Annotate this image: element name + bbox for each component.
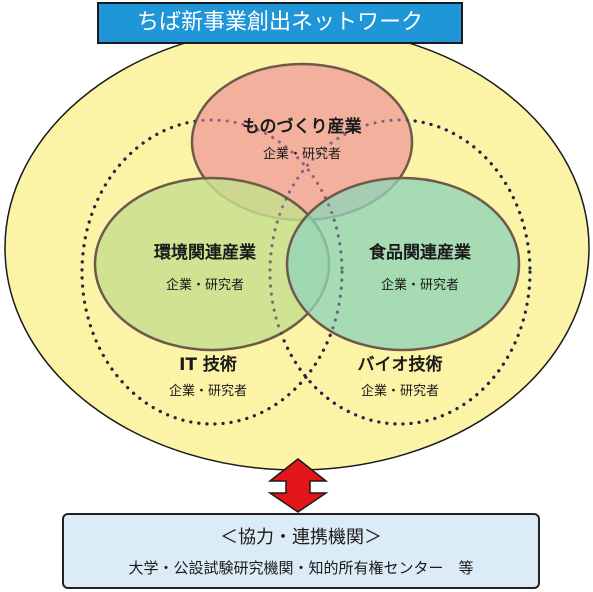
bio-tech-dotted-overlay <box>268 118 532 426</box>
environment-sub-label: 企業・研究者 <box>165 278 244 293</box>
network-title: ちば新事業創出ネットワーク <box>97 2 463 44</box>
double-arrow-icon <box>267 458 329 513</box>
manufacturing-sub-label: 企業・研究者 <box>262 147 341 162</box>
food-circle <box>285 176 521 352</box>
food-sub-label: 企業・研究者 <box>380 278 459 293</box>
bio-tech-sub-label: 企業・研究者 <box>360 384 439 399</box>
bio-tech-label: バイオ技術 <box>357 355 443 375</box>
food-label: 食品関連産業 <box>369 243 471 263</box>
it-tech-dotted-overlay <box>80 118 344 426</box>
environment-label: 環境関連産業 <box>154 243 256 263</box>
it-tech-sub-label: 企業・研究者 <box>168 384 247 399</box>
manufacturing-label: ものづくり産業 <box>242 117 362 137</box>
cooperation-box: ＜協力・連携機関＞ 大学・公設試験研究機関・知的所有権センター 等 <box>62 513 540 589</box>
cooperation-text: 大学・公設試験研究機関・知的所有権センター 等 <box>128 559 474 577</box>
cooperation-title: ＜協力・連携機関＞ <box>220 527 382 548</box>
it-tech-label: IT 技術 <box>179 355 237 375</box>
